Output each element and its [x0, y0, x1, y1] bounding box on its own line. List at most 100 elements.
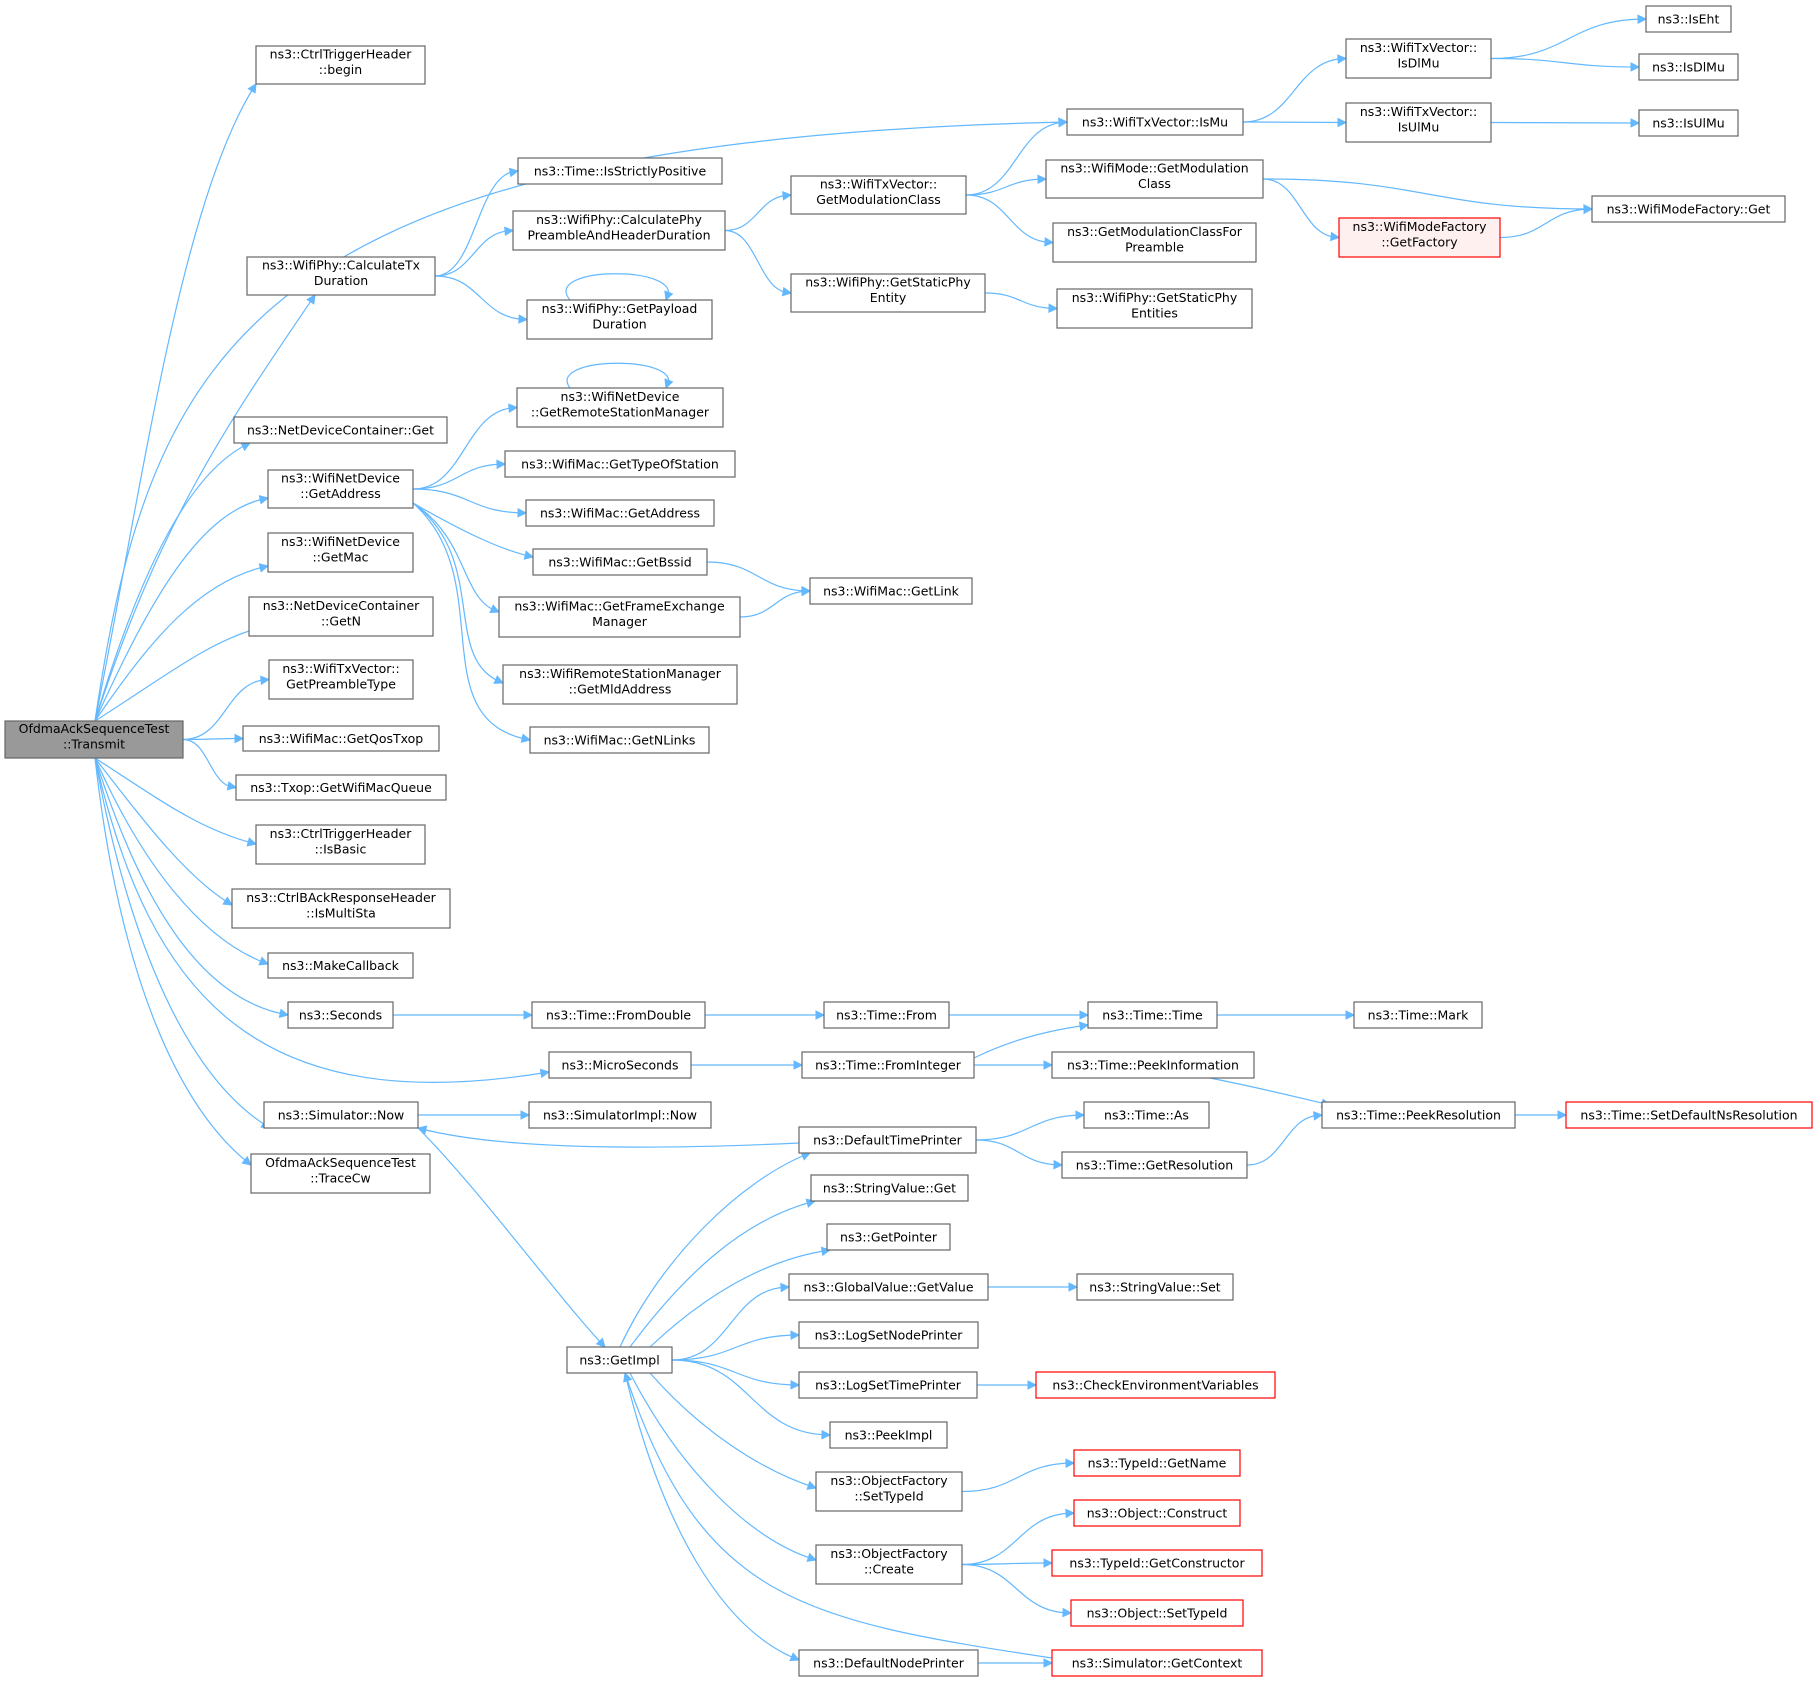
node-box[interactable]: [1076, 1273, 1234, 1301]
node-box[interactable]: [1070, 1599, 1244, 1627]
node-box[interactable]: [263, 1101, 419, 1129]
node-ismu[interactable]: ns3::WifiTxVector::IsMu: [1066, 108, 1244, 136]
node-getpointer[interactable]: ns3::GetPointer: [826, 1223, 951, 1251]
node-strget[interactable]: ns3::StringValue::Get: [810, 1174, 969, 1202]
node-box[interactable]: [1035, 1371, 1276, 1399]
node-box[interactable]: [1591, 195, 1786, 223]
node-box[interactable]: [268, 659, 414, 700]
node-box[interactable]: [1066, 108, 1244, 136]
node-getwmq[interactable]: ns3::Txop::GetWifiMacQueue: [235, 774, 447, 801]
node-box[interactable]: [790, 273, 986, 313]
node-box[interactable]: [517, 157, 723, 185]
node-box[interactable]: [526, 299, 713, 340]
node-box[interactable]: [525, 499, 715, 527]
node-box[interactable]: [248, 596, 434, 637]
node-txv_modclass[interactable]: ns3::WifiTxVector::GetModulationClass: [790, 175, 967, 215]
node-box[interactable]: [516, 387, 724, 428]
node-mac_getaddr[interactable]: ns3::WifiMac::GetAddress: [525, 499, 715, 527]
node-objsettypeid[interactable]: ns3::Object::SetTypeId: [1070, 1599, 1244, 1627]
node-box[interactable]: [1321, 1101, 1516, 1129]
node-box[interactable]: [1056, 288, 1253, 329]
node-isulmu_v[interactable]: ns3::WifiTxVector::IsUlMu: [1345, 102, 1492, 143]
node-wnd_getaddr[interactable]: ns3::WifiNetDevice::GetAddress: [267, 469, 414, 509]
node-getctor[interactable]: ns3::TypeId::GetConstructor: [1051, 1549, 1263, 1577]
node-box[interactable]: [1645, 5, 1732, 33]
node-box[interactable]: [1345, 102, 1492, 143]
node-ofcreate[interactable]: ns3::ObjectFactory::Create: [815, 1544, 963, 1585]
node-getmld[interactable]: ns3::WifiRemoteStationManager::GetMldAdd…: [502, 664, 738, 705]
node-getnlinks[interactable]: ns3::WifiMac::GetNLinks: [529, 726, 710, 754]
node-box[interactable]: [798, 1371, 978, 1399]
node-box[interactable]: [231, 888, 451, 929]
node-box[interactable]: [498, 596, 741, 638]
node-box[interactable]: [529, 726, 710, 754]
node-box[interactable]: [798, 1126, 977, 1154]
node-getimpl[interactable]: ns3::GetImpl: [566, 1346, 673, 1374]
node-ndc_get[interactable]: ns3::NetDeviceContainer::Get: [233, 416, 448, 444]
node-box[interactable]: [823, 1001, 950, 1029]
node-box[interactable]: [815, 1471, 963, 1512]
node-gettypeofsta[interactable]: ns3::WifiMac::GetTypeOfStation: [504, 450, 736, 478]
node-logtimeprinter[interactable]: ns3::LogSetTimePrinter: [798, 1371, 978, 1399]
node-box[interactable]: [255, 45, 426, 85]
node-getbssid[interactable]: ns3::WifiMac::GetBssid: [532, 548, 708, 576]
node-box[interactable]: [1073, 1449, 1241, 1477]
node-box[interactable]: [798, 1321, 979, 1349]
node-simnow[interactable]: ns3::Simulator::Now: [263, 1101, 419, 1129]
node-box[interactable]: [815, 1544, 963, 1585]
node-box[interactable]: [1045, 159, 1264, 199]
node-ofsettypeid[interactable]: ns3::ObjectFactory::SetTypeId: [815, 1471, 963, 1512]
node-fromint[interactable]: ns3::Time::FromInteger: [801, 1051, 975, 1079]
node-box[interactable]: [1087, 1001, 1218, 1029]
node-box[interactable]: [267, 952, 414, 979]
node-box[interactable]: [1051, 1649, 1263, 1677]
node-isdlmu_v[interactable]: ns3::WifiTxVector::IsDlMu: [1345, 38, 1492, 79]
node-box[interactable]: [826, 1223, 951, 1251]
node-ctrltrig_begin[interactable]: ns3::CtrlTriggerHeader::begin: [255, 45, 426, 85]
node-tracecw[interactable]: OfdmaAckSequenceTest::TraceCw: [250, 1153, 431, 1194]
node-getrsm[interactable]: ns3::WifiNetDevice::GetRemoteStationMana…: [516, 387, 724, 428]
node-box[interactable]: [1051, 1051, 1255, 1079]
node-seconds[interactable]: ns3::Seconds: [287, 1001, 394, 1029]
node-box[interactable]: [788, 1273, 989, 1301]
node-wnd_getmac[interactable]: ns3::WifiNetDevice::GetMac: [267, 532, 414, 573]
node-simgetctx[interactable]: ns3::Simulator::GetContext: [1051, 1649, 1263, 1677]
node-lognodeprinter[interactable]: ns3::LogSetNodePrinter: [798, 1321, 979, 1349]
node-box[interactable]: [548, 1051, 692, 1079]
node-gvgetvalue[interactable]: ns3::GlobalValue::GetValue: [788, 1273, 989, 1301]
node-micros[interactable]: ns3::MicroSeconds: [548, 1051, 692, 1079]
node-time[interactable]: ns3::Time::Time: [1087, 1001, 1218, 1029]
node-ismultista[interactable]: ns3::CtrlBAckResponseHeader::IsMultiSta: [231, 888, 451, 929]
node-box[interactable]: [1073, 1499, 1241, 1527]
node-box[interactable]: [798, 1649, 979, 1677]
node-wmf_get[interactable]: ns3::WifiModeFactory::Get: [1591, 195, 1786, 223]
node-from[interactable]: ns3::Time::From: [823, 1001, 950, 1029]
node-strictpos[interactable]: ns3::Time::IsStrictlyPositive: [517, 157, 723, 185]
node-box[interactable]: [790, 175, 967, 215]
node-box[interactable]: [235, 774, 447, 801]
node-objconstruct[interactable]: ns3::Object::Construct: [1073, 1499, 1241, 1527]
node-box[interactable]: [1345, 38, 1492, 79]
node-box[interactable]: [1052, 222, 1257, 263]
node-fromdouble[interactable]: ns3::Time::FromDouble: [531, 1001, 706, 1029]
node-box[interactable]: [1638, 53, 1739, 81]
node-makecb[interactable]: ns3::MakeCallback: [267, 952, 414, 979]
node-box[interactable]: [287, 1001, 394, 1029]
node-txv_pre[interactable]: ns3::WifiTxVector::GetPreambleType: [268, 659, 414, 700]
node-getres[interactable]: ns3::Time::GetResolution: [1061, 1151, 1248, 1179]
node-box[interactable]: [255, 824, 426, 865]
node-box[interactable]: [531, 1001, 706, 1029]
node-box[interactable]: [502, 664, 738, 705]
node-getlink[interactable]: ns3::WifiMac::GetLink: [809, 577, 973, 605]
node-box[interactable]: [1061, 1151, 1248, 1179]
node-calcphy[interactable]: ns3::WifiPhy::CalculatePhyPreambleAndHea…: [512, 210, 726, 251]
node-box[interactable]: [532, 548, 708, 576]
node-box[interactable]: [1353, 1001, 1483, 1029]
node-deftimeprinter[interactable]: ns3::DefaultTimePrinter: [798, 1126, 977, 1154]
node-box[interactable]: [4, 720, 184, 759]
